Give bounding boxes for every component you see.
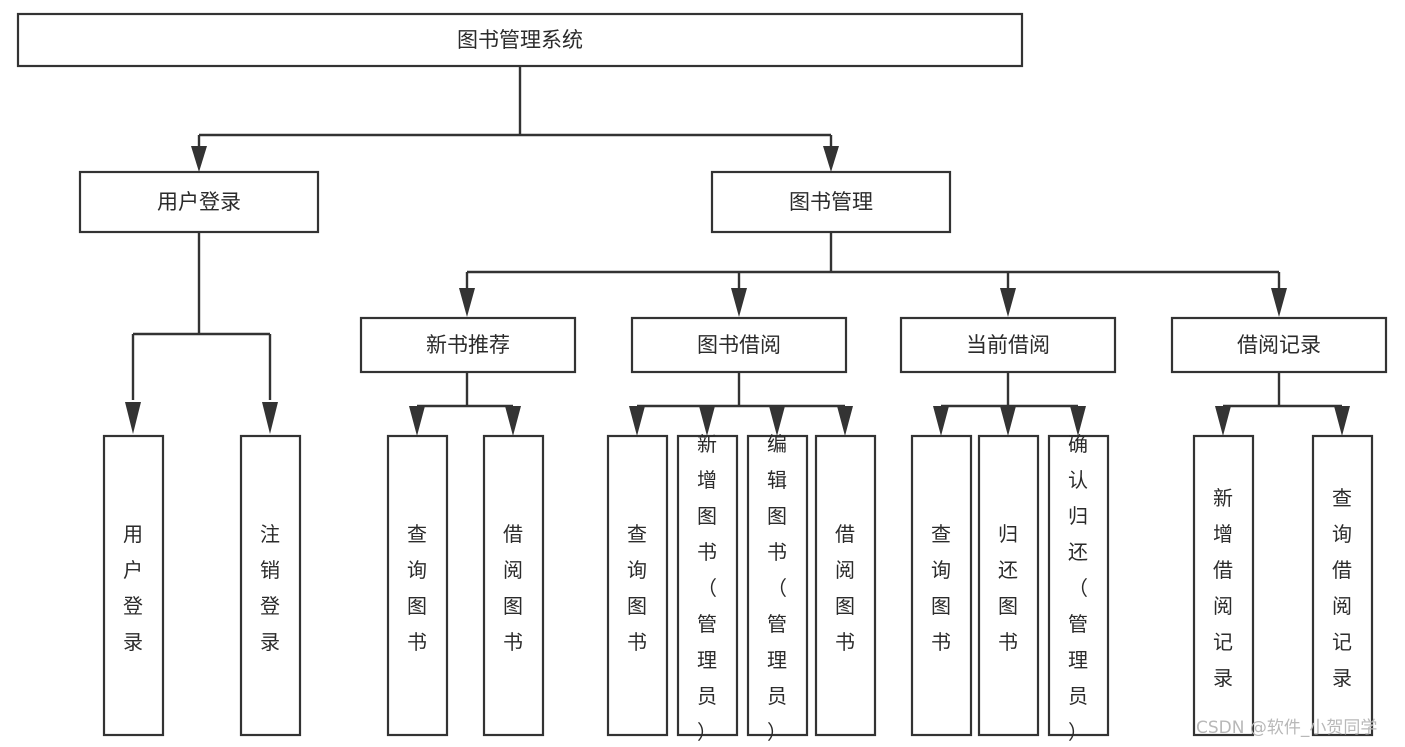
node-leaf-add-book[interactable]: 新增图书（管理员）: [676, 432, 739, 744]
node-current-borrow[interactable]: 当前借阅: [899, 316, 1117, 374]
node-leaf-edit-book[interactable]: 编辑图书（管理员）: [746, 432, 809, 744]
node-leaf-return-book-label: 归还图书: [998, 522, 1018, 654]
connector-group-book-borrow: [629, 372, 853, 436]
node-leaf-add-record-label: 新增借阅记录: [1213, 486, 1233, 690]
arrowhead-leaf-borrow-book-1: [505, 406, 521, 436]
arrowhead-leaf-query-record: [1334, 406, 1350, 436]
arrowhead-leaf-user-login: [125, 402, 141, 434]
node-new-book-recommend-label: 新书推荐: [426, 333, 510, 357]
node-leaf-borrow-book-1-box[interactable]: [482, 434, 545, 737]
node-book-borrow-box[interactable]: [630, 316, 848, 374]
node-root-box[interactable]: [16, 12, 1024, 68]
node-root[interactable]: 图书管理系统: [16, 12, 1024, 68]
node-leaf-add-book-box[interactable]: [676, 434, 739, 737]
connector-group-new-book-recommend: [409, 372, 521, 436]
node-leaf-confirm-return-box[interactable]: [1047, 434, 1110, 737]
arrowhead-leaf-query-book-2: [629, 406, 645, 436]
arrowhead-book-borrow: [731, 288, 747, 317]
arrowhead-new-book-recommend: [459, 288, 475, 317]
csdn-watermark: CSDN @软件_小贺同学: [1196, 718, 1377, 738]
node-book-manage[interactable]: 图书管理: [710, 170, 952, 234]
arrowhead-leaf-confirm-return: [1070, 406, 1086, 436]
node-leaf-query-book-3-box[interactable]: [910, 434, 973, 737]
node-leaf-edit-book-box[interactable]: [746, 434, 809, 737]
node-leaf-user-logout-label: 注销登录: [260, 522, 280, 654]
node-leaf-add-record-box[interactable]: [1192, 434, 1255, 737]
node-leaf-query-book-2-label: 查询图书: [627, 522, 647, 654]
node-leaf-user-login[interactable]: 用户登录: [102, 434, 165, 737]
node-new-book-recommend-box[interactable]: [359, 316, 577, 374]
node-book-manage-box[interactable]: [710, 170, 952, 234]
node-leaf-query-book-3-label: 查询图书: [931, 522, 951, 654]
node-leaf-borrow-book-2-box[interactable]: [814, 434, 877, 737]
arrowhead-book-manage: [823, 146, 839, 172]
node-leaf-user-logout[interactable]: 注销登录: [239, 434, 302, 737]
node-leaf-query-book-1-box[interactable]: [386, 434, 449, 737]
node-user-login-box[interactable]: [78, 170, 320, 234]
node-leaf-return-book[interactable]: 归还图书: [977, 434, 1040, 737]
node-leaf-query-book-1-label: 查询图书: [407, 522, 427, 654]
node-leaf-query-record-label: 查询借阅记录: [1332, 486, 1352, 690]
node-leaf-user-logout-box[interactable]: [239, 434, 302, 737]
connector-group-book-manage: [459, 232, 1287, 317]
node-leaf-add-record[interactable]: 新增借阅记录: [1192, 434, 1255, 737]
node-leaf-borrow-book-2[interactable]: 借阅图书: [814, 434, 877, 737]
connector-group-borrow-record: [1215, 372, 1350, 436]
arrowhead-leaf-query-book-3: [933, 406, 949, 436]
arrowhead-leaf-return-book: [1000, 406, 1016, 436]
node-leaf-confirm-return[interactable]: 确认归还（管理员）: [1047, 432, 1110, 744]
node-leaf-borrow-book-2-label: 借阅图书: [835, 522, 855, 654]
node-new-book-recommend[interactable]: 新书推荐: [359, 316, 577, 374]
node-leaf-query-book-1[interactable]: 查询图书: [386, 434, 449, 737]
arrowhead-leaf-user-logout: [262, 402, 278, 434]
node-leaf-edit-book-label: 编辑图书（管理员）: [767, 432, 787, 744]
arrowhead-leaf-query-book-1: [409, 406, 425, 436]
node-leaf-query-record-box[interactable]: [1311, 434, 1374, 737]
node-current-borrow-box[interactable]: [899, 316, 1117, 374]
node-book-borrow-label: 图书借阅: [697, 333, 781, 357]
node-leaf-query-book-3[interactable]: 查询图书: [910, 434, 973, 737]
node-leaf-borrow-book-1[interactable]: 借阅图书: [482, 434, 545, 737]
arrowhead-leaf-add-book: [699, 406, 715, 436]
node-book-borrow[interactable]: 图书借阅: [630, 316, 848, 374]
arrowhead-leaf-borrow-book-2: [837, 406, 853, 436]
node-leaf-user-login-label: 用户登录: [123, 522, 143, 654]
node-borrow-record-label: 借阅记录: [1237, 333, 1321, 357]
node-leaf-query-record[interactable]: 查询借阅记录: [1311, 434, 1374, 737]
node-root-label: 图书管理系统: [457, 28, 583, 52]
connector-group-current-borrow: [933, 372, 1086, 436]
node-borrow-record-box[interactable]: [1170, 316, 1388, 374]
node-current-borrow-label: 当前借阅: [966, 333, 1050, 357]
node-leaf-borrow-book-1-label: 借阅图书: [503, 522, 523, 654]
node-leaf-confirm-return-label: 确认归还（管理员）: [1068, 432, 1088, 744]
node-user-login[interactable]: 用户登录: [78, 170, 320, 234]
arrowhead-borrow-record: [1271, 288, 1287, 317]
arrowhead-current-borrow: [1000, 288, 1016, 317]
arrowhead-user-login: [191, 146, 207, 172]
node-user-login-label: 用户登录: [157, 190, 241, 214]
node-leaf-add-book-label: 新增图书（管理员）: [697, 432, 717, 744]
node-leaf-query-book-2[interactable]: 查询图书: [606, 434, 669, 737]
arrowhead-leaf-edit-book: [769, 406, 785, 436]
node-leaf-return-book-box[interactable]: [977, 434, 1040, 737]
node-leaf-query-book-2-box[interactable]: [606, 434, 669, 737]
node-borrow-record[interactable]: 借阅记录: [1170, 316, 1388, 374]
node-book-manage-label: 图书管理: [789, 190, 873, 214]
connector-group-root: [191, 66, 839, 172]
connector-group-user-login: [125, 232, 278, 434]
node-leaf-user-login-box[interactable]: [102, 434, 165, 737]
arrowhead-leaf-add-record: [1215, 406, 1231, 436]
